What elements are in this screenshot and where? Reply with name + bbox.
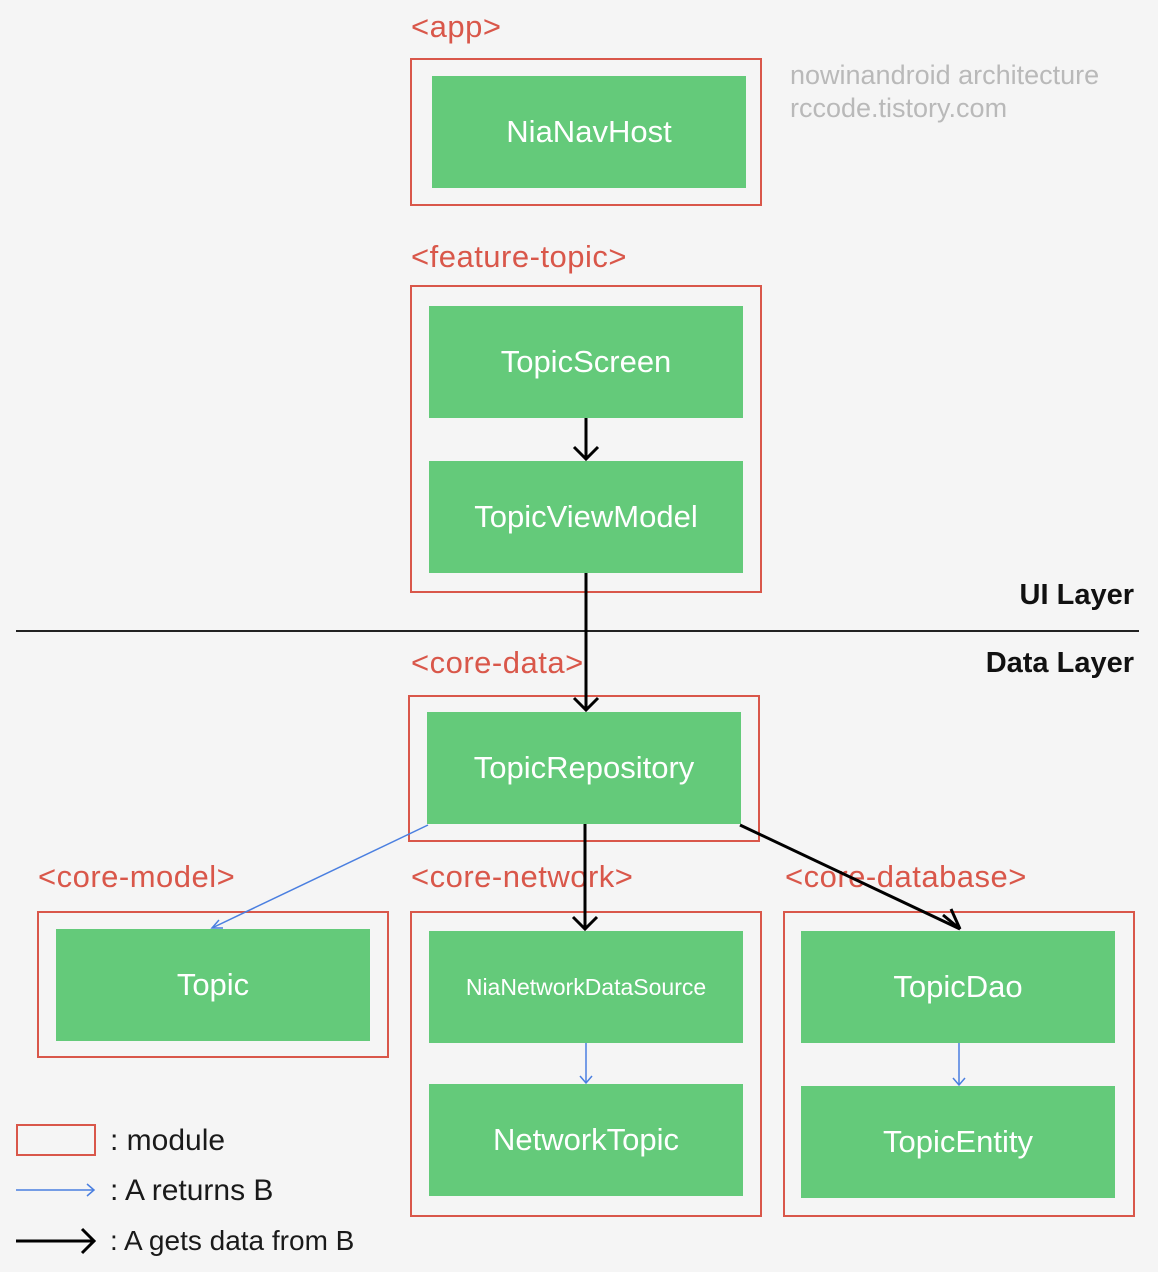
module-label-core-database: <core-database> <box>785 859 1027 894</box>
node-topic: Topic <box>56 929 370 1041</box>
module-label-core-data: <core-data> <box>411 645 584 680</box>
node-nia-nav-host: NiaNavHost <box>432 76 746 188</box>
node-topic-screen: TopicScreen <box>429 306 743 418</box>
watermark-site: rccode.tistory.com <box>790 93 1008 123</box>
module-app <box>410 58 762 206</box>
module-label-core-network: <core-network> <box>411 859 634 894</box>
legend-returns-text: : A returns B <box>110 1174 274 1207</box>
watermark: nowinandroid architecture rccode.tistory… <box>790 59 1099 125</box>
legend-gets-data-text: : A gets data from B <box>110 1225 355 1256</box>
module-label-core-model: <core-model> <box>38 859 236 894</box>
legend-module-text: : module <box>110 1124 226 1157</box>
node-topic-entity: TopicEntity <box>801 1086 1115 1198</box>
node-topic-dao: TopicDao <box>801 931 1115 1043</box>
node-topic-repository: TopicRepository <box>427 712 741 824</box>
node-topic-view-model: TopicViewModel <box>429 461 743 573</box>
legend-returns-arrow-icon <box>16 1183 96 1197</box>
ui-layer-label: UI Layer <box>1019 579 1134 611</box>
layer-divider <box>16 630 1139 632</box>
arrow-viewmodel-to-repository <box>572 573 600 713</box>
module-label-feature-topic: <feature-topic> <box>411 239 628 274</box>
module-label-app: <app> <box>411 9 502 44</box>
node-network-topic: NetworkTopic <box>429 1084 743 1196</box>
legend-gets-data-arrow-icon <box>16 1227 97 1255</box>
legend-module-swatch <box>16 1124 96 1156</box>
watermark-title: nowinandroid architecture <box>790 60 1100 90</box>
data-layer-label: Data Layer <box>985 647 1134 679</box>
node-nia-network-data-source: NiaNetworkDataSource <box>429 931 743 1043</box>
